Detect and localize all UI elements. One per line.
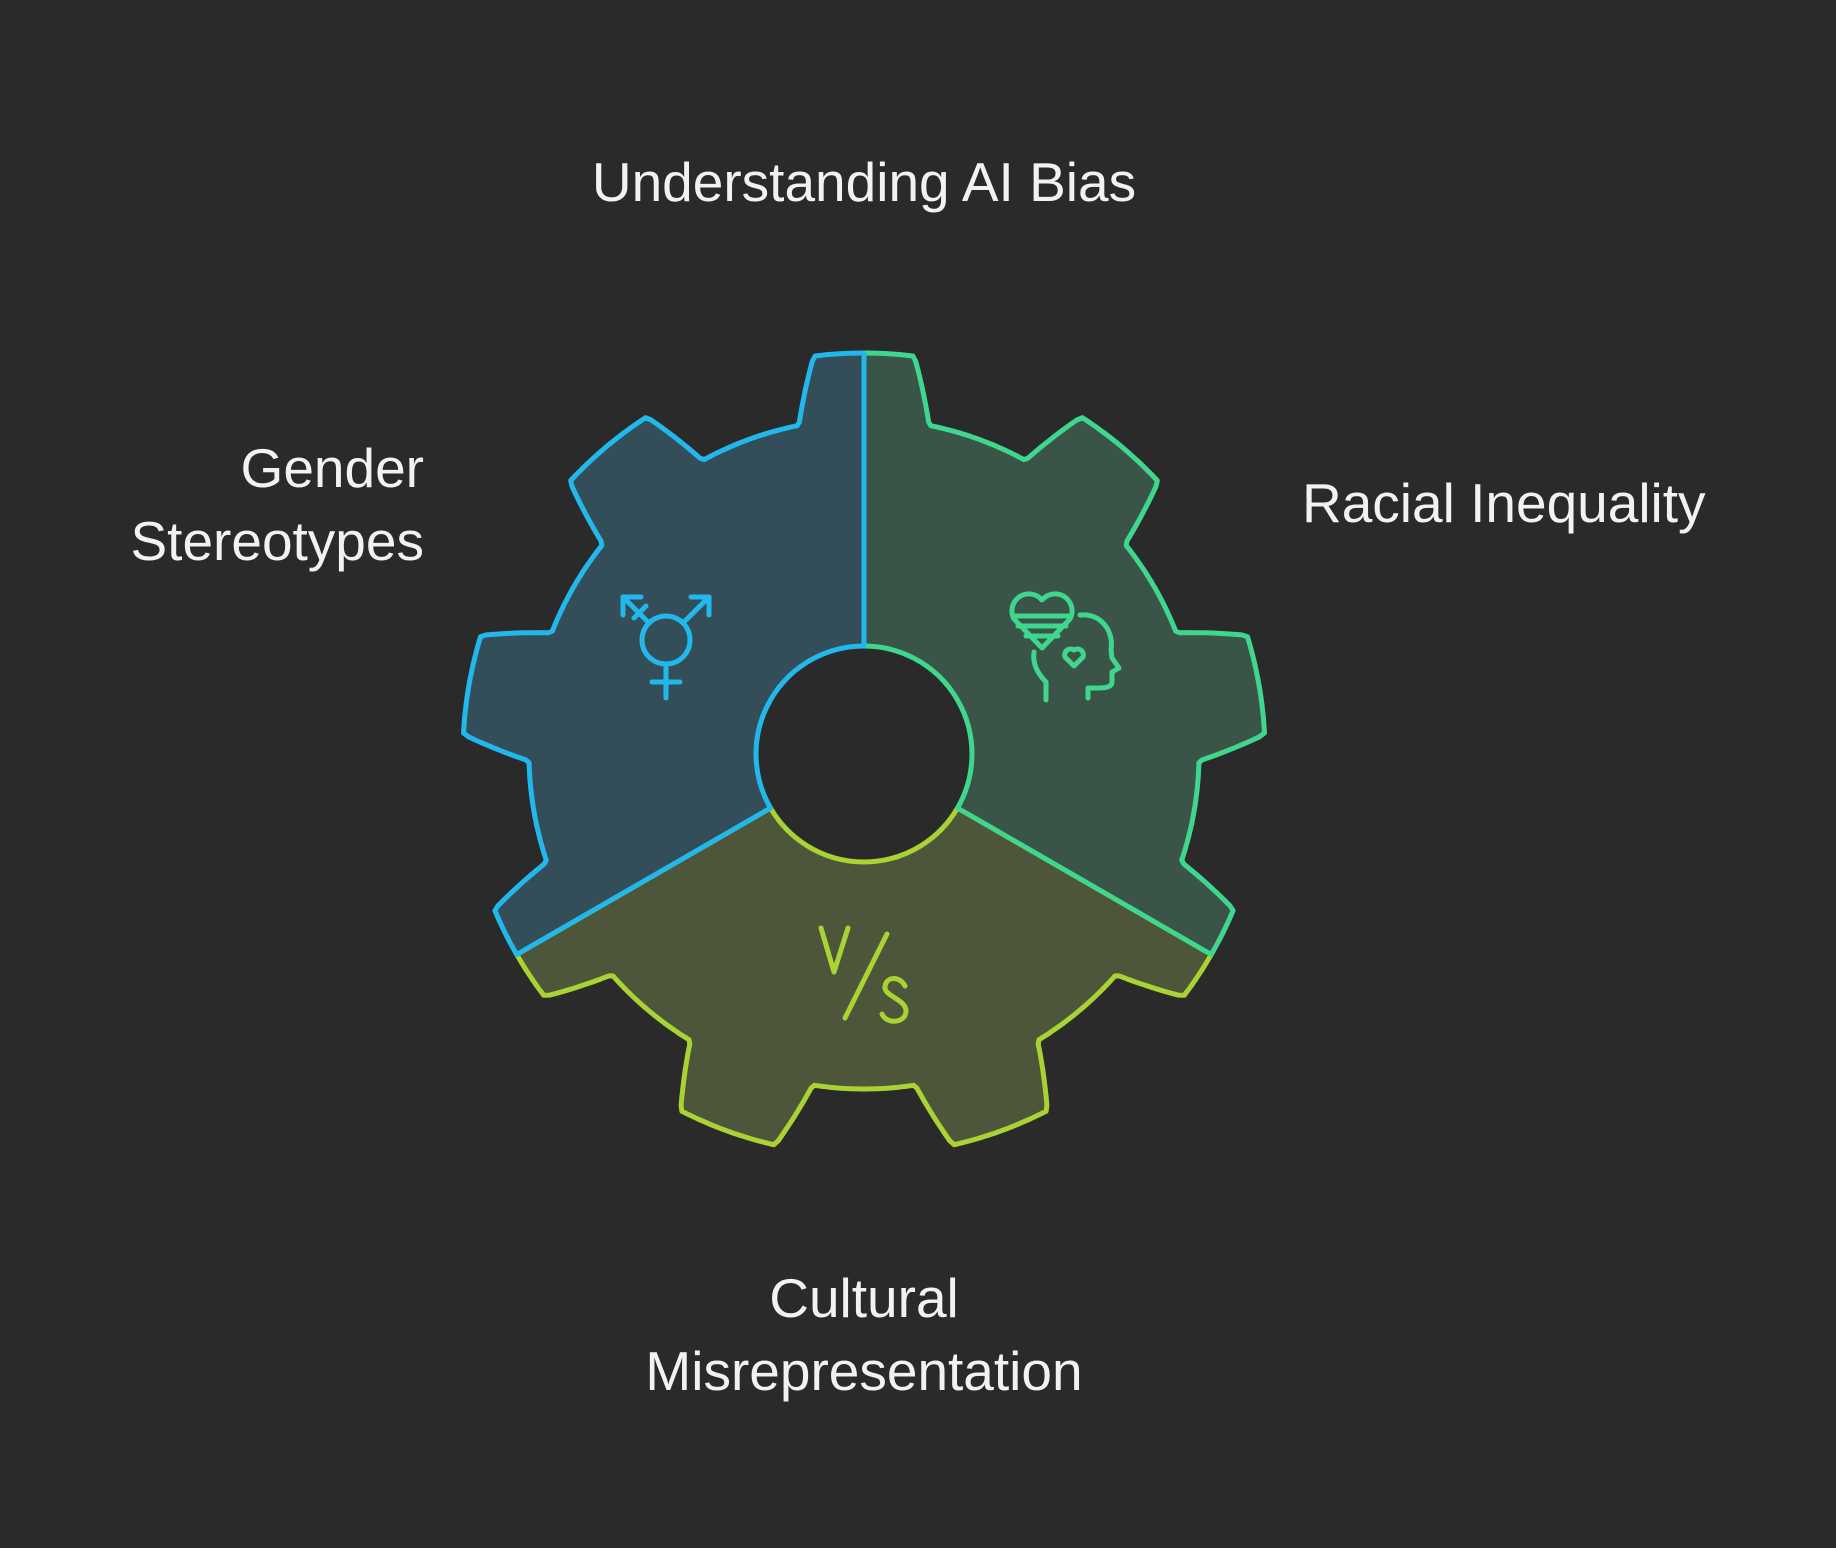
diagram-title: Understanding AI Bias [591,151,1137,213]
label-racial-inequality: Racial Inequality [1302,467,1706,540]
segment-gender-stereotypes [461,350,867,957]
label-gender-line-1: Gender [240,437,424,499]
label-racial-line-1: Racial Inequality [1302,472,1706,534]
transgender-symbol-icon [620,594,712,701]
label-cultural-line-1: Cultural [769,1267,959,1329]
label-cultural-misrepresentation: Cultural Misrepresentation [0,1262,1728,1407]
versus-icon [818,925,909,1024]
gear-segments [461,350,1267,1148]
label-gender-stereotypes: Gender Stereotypes [130,432,424,577]
label-gender-line-2: Stereotypes [130,509,424,572]
heart-head-icon [1009,591,1122,703]
label-cultural-line-2: Misrepresentation [645,1339,1083,1402]
